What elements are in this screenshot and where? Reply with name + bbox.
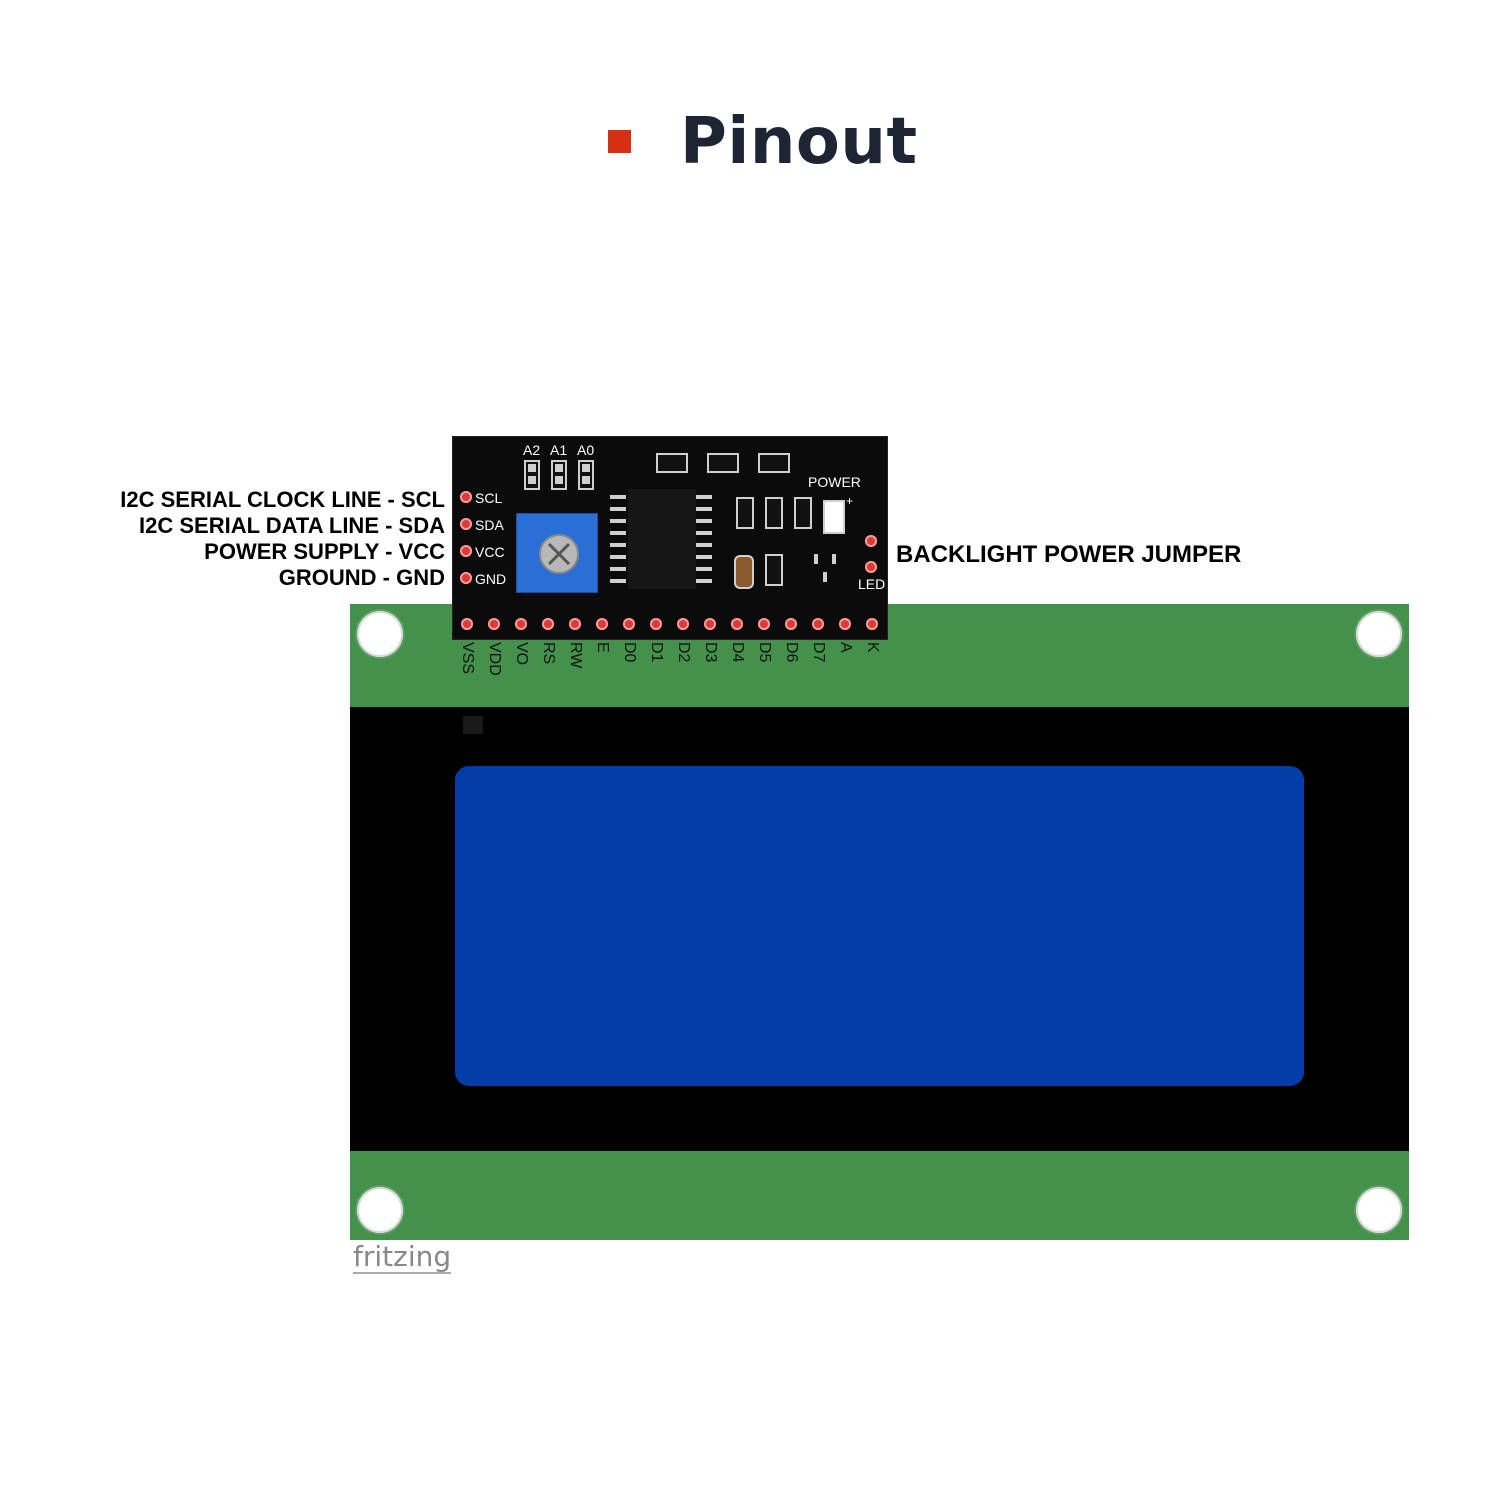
ic-pin <box>610 495 626 499</box>
fritzing-watermark: fritzing <box>353 1240 452 1274</box>
page-title: Pinout <box>680 105 918 179</box>
ic-pin <box>696 543 712 547</box>
ic-pin <box>610 567 626 571</box>
header-pad-e[interactable] <box>596 618 608 630</box>
potentiometer-knob-icon <box>539 534 579 574</box>
ic-pin <box>610 543 626 547</box>
ic-pin <box>610 579 626 583</box>
smd-resistor <box>758 453 790 473</box>
address-jumper-a2[interactable] <box>524 460 540 490</box>
ic-pin <box>696 579 712 583</box>
ic-pin <box>610 507 626 511</box>
transistor-icon <box>814 554 836 582</box>
header-pin-label-d1: D1 <box>648 642 665 663</box>
annotation-gnd: GROUND - GND <box>278 565 445 590</box>
smd-component <box>765 497 783 529</box>
pin-label-vcc: VCC <box>475 544 505 560</box>
header-pin-label-d3: D3 <box>702 642 719 663</box>
power-plus-label: + <box>846 494 854 508</box>
ic-pin <box>696 495 712 499</box>
header-pad-d7[interactable] <box>812 618 824 630</box>
ic-pin <box>696 507 712 511</box>
smd-component <box>765 554 783 586</box>
mount-hole-bottom-right <box>1356 1187 1402 1233</box>
pcf8574-chip <box>628 489 696 589</box>
contrast-potentiometer[interactable] <box>516 513 598 593</box>
header-pin-label-d6: D6 <box>783 642 800 663</box>
capacitor <box>734 555 754 589</box>
address-label-a0: A0 <box>577 442 595 458</box>
header-pad-d1[interactable] <box>650 618 662 630</box>
header-pin-label-rs: RS <box>540 642 557 665</box>
address-label-a2: A2 <box>523 442 541 458</box>
address-label-a1: A1 <box>550 442 568 458</box>
ic-pin <box>610 519 626 523</box>
annotation-backlight-jumper: BACKLIGHT POWER JUMPER <box>896 541 1242 568</box>
pin-label-scl: SCL <box>475 490 503 506</box>
annotation-scl: I2C SERIAL CLOCK LINE - SCL <box>120 487 445 512</box>
address-jumper-a0[interactable] <box>578 460 594 490</box>
address-jumper-a1[interactable] <box>551 460 567 490</box>
mount-hole-top-right <box>1356 611 1402 657</box>
pad-gnd[interactable] <box>460 572 472 584</box>
pad-scl[interactable] <box>460 491 472 503</box>
ic-pin <box>696 567 712 571</box>
bezel-marker <box>463 716 483 734</box>
pin-label-gnd: GND <box>475 571 507 587</box>
header-pad-vo[interactable] <box>515 618 527 630</box>
smd-resistor <box>656 453 688 473</box>
mount-hole-bottom-left <box>357 1187 403 1233</box>
pin-label-sda: SDA <box>475 517 504 533</box>
mount-hole-top-left <box>357 611 403 657</box>
header-pad-d2[interactable] <box>677 618 689 630</box>
ic-pin <box>610 555 626 559</box>
pad-sda[interactable] <box>460 518 472 530</box>
annotation-vcc: POWER SUPPLY - VCC <box>204 539 445 564</box>
ic-pin <box>696 519 712 523</box>
header-pin-label-vdd: VDD <box>486 642 503 676</box>
header-pad-vss[interactable] <box>461 618 473 630</box>
header-pin-label-rw: RW <box>567 642 584 669</box>
pad-vcc[interactable] <box>460 545 472 557</box>
header-pin-label-d5: D5 <box>756 642 773 663</box>
title-bullet-icon <box>608 130 631 153</box>
backlight-jumper-pad[interactable] <box>865 561 877 573</box>
power-label: POWER <box>808 474 861 490</box>
header-pad-k[interactable] <box>866 618 878 630</box>
header-pin-label-a: A <box>837 642 854 653</box>
smd-component <box>794 497 812 529</box>
header-pad-vdd[interactable] <box>488 618 500 630</box>
led-label: LED <box>858 576 886 592</box>
header-pad-d4[interactable] <box>731 618 743 630</box>
header-pin-label-e: E <box>594 642 611 653</box>
header-pad-d5[interactable] <box>758 618 770 630</box>
header-pad-d6[interactable] <box>785 618 797 630</box>
header-pin-label-d2: D2 <box>675 642 692 663</box>
header-pin-label-k: K <box>864 642 881 653</box>
ic-pin <box>696 531 712 535</box>
lcd-screen <box>455 766 1304 1086</box>
header-pad-d3[interactable] <box>704 618 716 630</box>
header-pad-rs[interactable] <box>542 618 554 630</box>
header-pin-label-vo: VO <box>513 642 530 666</box>
power-led <box>823 500 845 534</box>
header-pin-label-vss: VSS <box>459 642 476 675</box>
smd-resistor <box>707 453 739 473</box>
annotation-sda: I2C SERIAL DATA LINE - SDA <box>139 513 445 538</box>
header-pin-label-d4: D4 <box>729 642 746 663</box>
header-pad-rw[interactable] <box>569 618 581 630</box>
header-pin-label-d0: D0 <box>621 642 638 663</box>
smd-component <box>736 497 754 529</box>
backlight-jumper-pad[interactable] <box>865 535 877 547</box>
header-pad-a[interactable] <box>839 618 851 630</box>
header-pin-label-d7: D7 <box>810 642 827 663</box>
header-pad-d0[interactable] <box>623 618 635 630</box>
ic-pin <box>610 531 626 535</box>
ic-pin <box>696 555 712 559</box>
